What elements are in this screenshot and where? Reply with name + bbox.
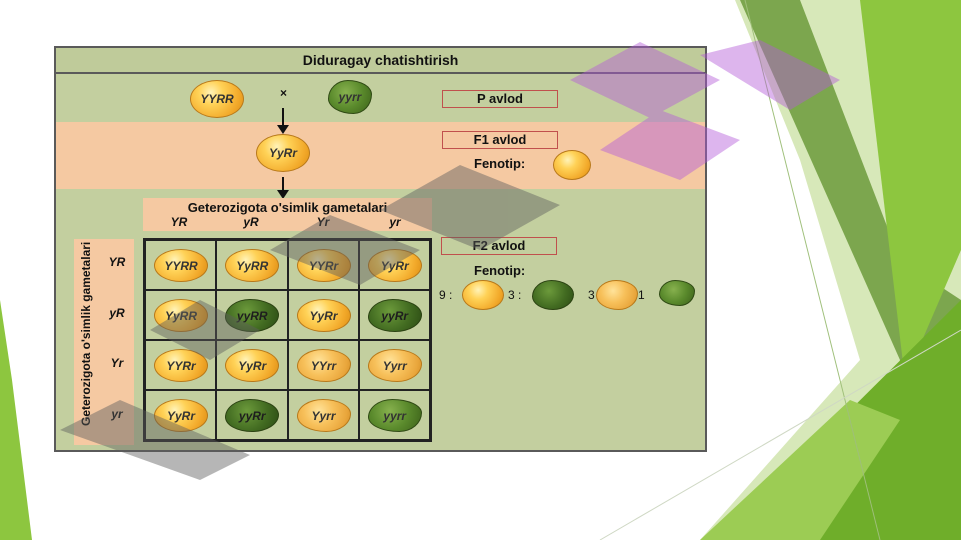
side-header-box <box>74 239 134 445</box>
arrow-down-icon <box>277 108 289 134</box>
parent2-genotype: yyrr <box>338 90 362 104</box>
ratio-number: 9 : <box>439 288 453 302</box>
f1-phenotype-label: Fenotip: <box>474 156 526 171</box>
punnett-genotype: yyrr <box>383 408 407 423</box>
punnett-cell: YYRr <box>287 240 359 290</box>
punnett-cell: YyRr <box>216 340 288 390</box>
punnett-genotype: YYRR <box>164 258 198 273</box>
punnett-cell: YYrr <box>287 340 359 390</box>
punnett-genotype: yyRr <box>238 408 266 423</box>
punnett-genotype: yyRr <box>381 308 409 323</box>
f2-generation-label: F2 avlod <box>441 237 557 255</box>
punnett-cell: YYRR <box>145 240 217 290</box>
punnett-cell: Yyrr <box>287 390 359 440</box>
ratio-pea-green-wrinkled <box>659 280 695 306</box>
pea-yellow-round: YyRr <box>225 349 280 382</box>
f1-pea: YyRr <box>256 134 310 172</box>
parent1-genotype: YYRR <box>200 92 234 106</box>
punnett-genotype: YYrr <box>310 358 337 373</box>
ratio-number: 1 <box>638 288 645 302</box>
punnett-genotype: YyRr <box>238 358 267 373</box>
punnett-cell: YyRR <box>216 240 288 290</box>
punnett-cell: YyRr <box>358 240 430 290</box>
punnett-genotype: Yyrr <box>382 358 407 373</box>
side-header: Geterozigota o'simlik gametalari <box>79 241 93 426</box>
pea-yellow-round: YYRr <box>296 249 351 282</box>
gamete-col-2: yR <box>243 215 259 229</box>
f1-phenotype-pea <box>553 150 591 180</box>
gamete-row-4: yr <box>111 407 123 421</box>
pea-green-wrinkled: yyrr <box>367 399 422 432</box>
punnett-genotype: yyRR <box>236 308 268 323</box>
pea-yellow-round: YyRr <box>154 399 208 432</box>
diagram-title: Diduragay chatishtirish <box>56 48 705 74</box>
gamete-header-box <box>143 198 432 231</box>
gamete-row-1: YR <box>108 255 126 269</box>
gamete-col-4: yr <box>389 215 401 229</box>
f1-genotype: YyRr <box>268 146 297 160</box>
pea-yellow-round: YyRr <box>367 249 422 282</box>
ratio-number: 3 : <box>508 288 522 302</box>
punnett-cell: YyRR <box>145 290 217 340</box>
gamete-header: Geterozigota o'simlik gametalari <box>187 200 388 215</box>
punnett-genotype: YyRR <box>236 258 269 273</box>
punnett-genotype: Yyrr <box>311 408 336 423</box>
punnett-cell: yyRr <box>216 390 288 440</box>
pea-yellow-round: YYRR <box>154 249 208 282</box>
green-shape-corner <box>700 400 900 540</box>
punnett-cell: Yyrr <box>358 340 430 390</box>
p-generation-label: P avlod <box>442 90 558 108</box>
punnett-cell: yyRR <box>216 290 288 340</box>
parent1-pea: YYRR <box>190 80 244 118</box>
punnett-cell: YYRr <box>145 340 217 390</box>
pea-yellow-round: YYRr <box>154 349 208 382</box>
f1-generation-label: F1 avlod <box>442 131 558 149</box>
punnett-cell: yyRr <box>358 290 430 340</box>
pea-green-round: yyRr <box>225 399 280 432</box>
punnett-cell: YyRr <box>145 390 217 440</box>
punnett-cell: YyRr <box>287 290 359 340</box>
pea-green-round: yyRr <box>367 299 422 332</box>
punnett-genotype: YYRr <box>166 358 196 373</box>
punnett-genotype: YyRr <box>380 258 409 273</box>
punnett-genotype: YyRr <box>166 408 195 423</box>
cross-symbol: × <box>280 86 288 100</box>
gamete-col-1: YR <box>170 215 188 229</box>
pea-yellow-wrinkled: YYrr <box>296 349 351 382</box>
arrow-down-icon <box>277 177 289 199</box>
gamete-col-3: Yr <box>316 215 330 229</box>
pea-yellow-wrinkled: Yyrr <box>367 349 422 382</box>
punnett-genotype: YyRR <box>164 308 197 323</box>
ratio-pea-yellow-wrinkled <box>596 280 638 310</box>
ratio-pea-yellow-round <box>462 280 504 310</box>
diagram-panel: Diduragay chatishtirish YYRR × yyrr P av… <box>54 46 707 452</box>
pea-green-round: yyRR <box>225 299 280 332</box>
f1-band <box>56 122 705 189</box>
pea-yellow-round: YyRr <box>296 299 351 332</box>
punnett-genotype: YYRr <box>308 258 339 273</box>
parent2-pea: yyrr <box>328 80 372 114</box>
pea-yellow-round: YyRR <box>225 249 280 282</box>
green-shape-top <box>860 0 961 380</box>
ratio-pea-green-round <box>532 280 574 310</box>
green-shape-left <box>0 300 32 540</box>
gamete-row-3: Yr <box>110 356 124 370</box>
punnett-cell: yyrr <box>358 390 430 440</box>
pea-yellow-wrinkled: Yyrr <box>296 399 351 432</box>
pea-yellow-round: YyRR <box>154 299 208 332</box>
f2-phenotype-label: Fenotip: <box>474 263 526 278</box>
punnett-genotype: YyRr <box>309 308 338 323</box>
gamete-row-2: yR <box>109 306 125 320</box>
